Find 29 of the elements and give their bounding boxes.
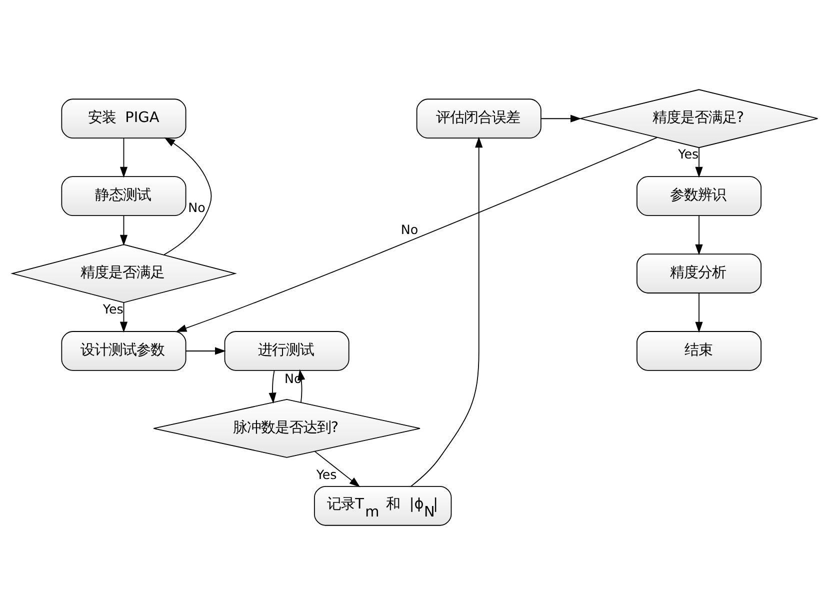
node-diamond: 精度是否满足	[10, 244, 237, 302]
node-box: 评估闭合误差	[416, 98, 542, 138]
arrow	[410, 136, 483, 486]
node-box: 进行测试	[224, 330, 350, 370]
node-box: 精度分析	[636, 253, 762, 293]
edge-label: No	[188, 200, 206, 215]
node-box: 参数辨识	[636, 176, 762, 216]
arrow	[176, 136, 658, 332]
edge-label: Yes	[102, 300, 124, 316]
node-box: 结束	[636, 330, 762, 370]
arrow	[695, 214, 703, 255]
arrow	[120, 137, 128, 178]
node-diamond: 精度是否满足?	[580, 88, 818, 148]
arrow	[314, 450, 360, 487]
arrow	[695, 146, 703, 178]
node-box: 安装 PIGA	[61, 98, 186, 138]
node-box: 设计测试参数	[61, 330, 186, 370]
edge-label: No	[400, 222, 418, 237]
node-diamond: 脉冲数是否达到?	[153, 398, 420, 458]
arrow	[185, 346, 226, 354]
node-box: 静态测试	[61, 176, 186, 216]
edge-label: Yes	[316, 466, 337, 482]
arrow	[695, 292, 703, 332]
arrow	[540, 114, 582, 122]
arrow	[268, 370, 276, 404]
arrow	[120, 214, 128, 246]
arrow	[164, 136, 212, 255]
arrow	[120, 302, 128, 332]
edge-label: Yes	[678, 146, 699, 161]
